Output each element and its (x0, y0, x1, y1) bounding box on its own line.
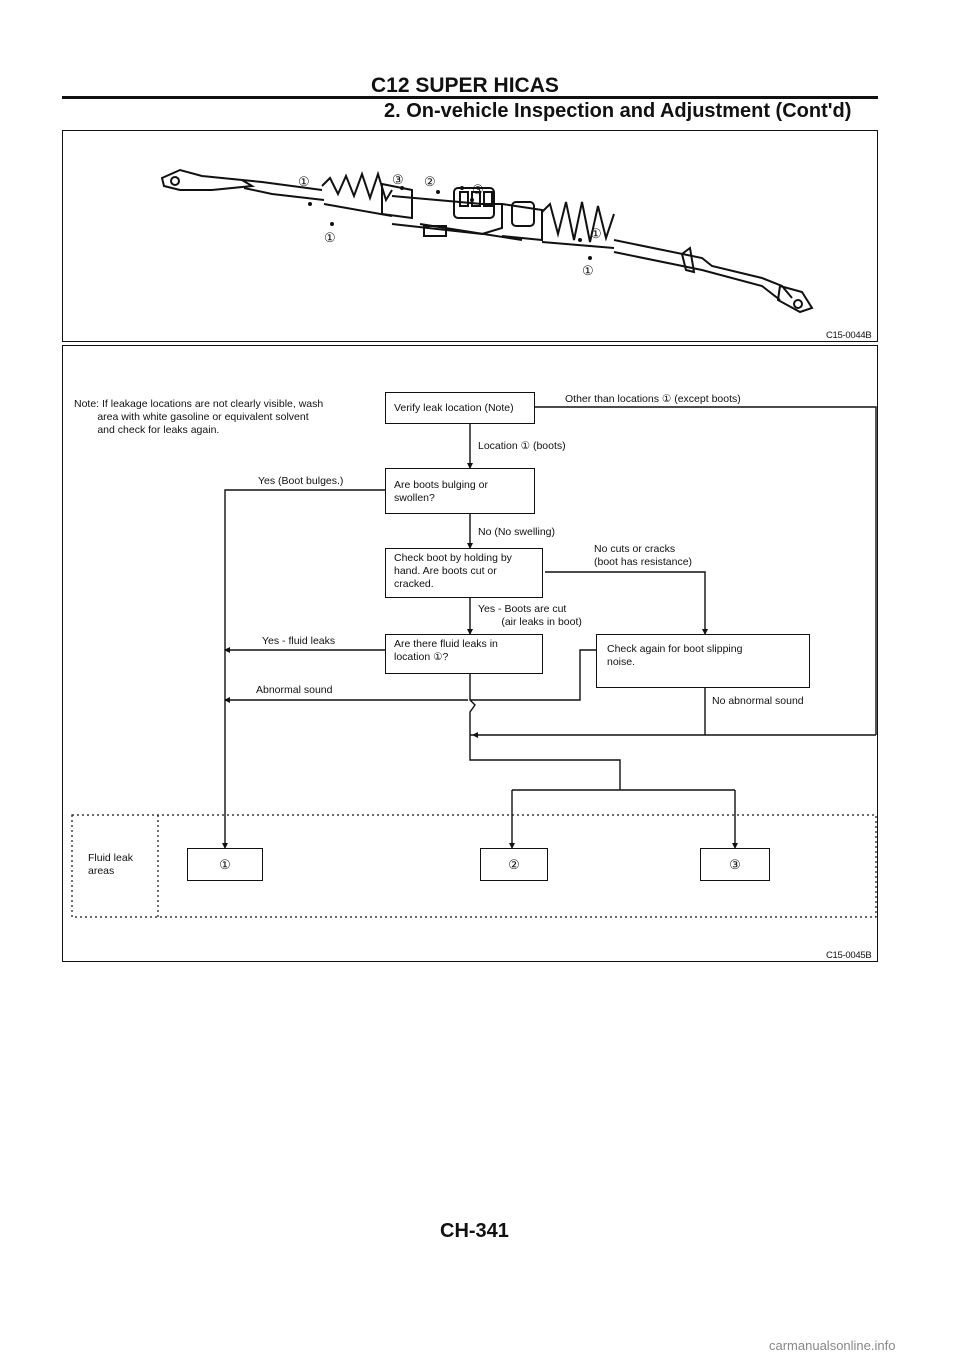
callout-3a: ③ (392, 172, 404, 187)
page-subtitle: 2. On-vehicle Inspection and Adjustment … (384, 100, 852, 122)
no-cuts-label: No cuts or cracks (boot has resistance) (594, 543, 693, 568)
callout-1a: ① (298, 174, 310, 189)
no-swelling-label: No (No swelling) (478, 526, 556, 538)
abnormal-sound-label: Abnormal sound (256, 684, 333, 696)
leak-area-3-box: ③ (700, 848, 770, 881)
yes-boot-bulges-label: Yes (Boot bulges.) (258, 475, 344, 487)
no-abnormal-sound-label: No abnormal sound (712, 695, 804, 707)
location-boots-label: Location ① (boots) (478, 440, 566, 452)
fluid-leak-areas-label: Fluid leak areas (88, 852, 133, 877)
watermark: carmanualsonline.info (769, 1338, 896, 1353)
header-rule (62, 96, 878, 99)
callout-3b: ③ (472, 182, 484, 197)
steering-rack-illustration: ① ① ③ ② ③ ① ① (160, 168, 814, 314)
verify-leak-box: Verify leak location (Note) (385, 392, 535, 424)
callout-1b: ① (324, 230, 336, 245)
callout-1d: ① (582, 263, 594, 278)
yes-fluid-label: Yes - fluid leaks (262, 635, 336, 647)
figure-steering-rack-frame (62, 130, 878, 342)
page-number: CH-341 (440, 1220, 509, 1242)
other-than-label: Other than locations ① (except boots) (565, 393, 741, 405)
yes-cut-label: Yes - Boots are cut (air leaks in boot) (478, 603, 582, 628)
figure1-code: C15-0044B (826, 330, 872, 341)
check-again-box: Check again for boot slipping noise. (596, 634, 810, 688)
section-title: C12 SUPER HICAS (371, 74, 559, 97)
flowchart-frame (62, 345, 878, 962)
check-boot-box: Check boot by holding by hand. Are boots… (385, 548, 543, 598)
callout-1c: ① (590, 226, 602, 241)
boots-bulging-box: Are boots bulging or swollen? (385, 468, 535, 514)
leak-area-1-box: ① (187, 848, 263, 881)
fluid-leaks-box: Are there fluid leaks in location ①? (385, 634, 543, 674)
note-text: Note: If leakage locations are not clear… (74, 398, 324, 436)
figure2-code: C15-0045B (826, 950, 872, 961)
callout-2: ② (424, 174, 436, 189)
leak-area-2-box: ② (480, 848, 548, 881)
